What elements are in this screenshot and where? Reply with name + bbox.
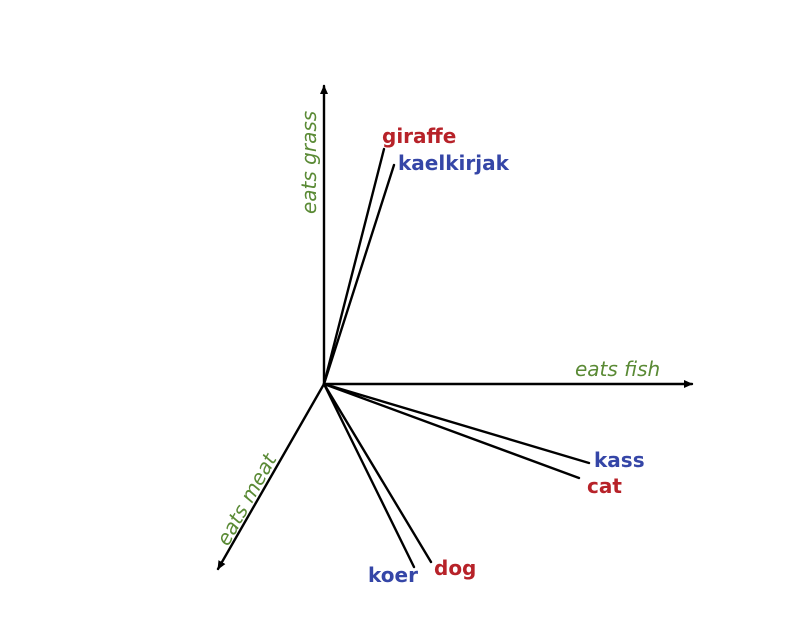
vector-cat <box>322 382 581 480</box>
word-label-dog: dog <box>434 556 476 580</box>
word-label-kass: kass <box>594 448 645 472</box>
axis-label-fish: eats fish <box>575 357 660 381</box>
vector-koer <box>322 382 416 569</box>
word-label-koer: koer <box>368 563 418 587</box>
axis-label-grass: eats grass <box>297 111 321 214</box>
axis-meat-arrow <box>216 382 326 571</box>
axis-label-meat: eats meat <box>211 448 282 549</box>
word-label-kaelkirjak: kaelkirjak <box>398 151 510 175</box>
word-label-giraffe: giraffe <box>382 124 456 148</box>
word-label-cat: cat <box>587 474 622 498</box>
vector-dog <box>322 382 433 564</box>
vector-giraffe <box>322 147 386 386</box>
vector-kaelkirjak <box>322 163 396 386</box>
vector-kass <box>322 382 591 465</box>
